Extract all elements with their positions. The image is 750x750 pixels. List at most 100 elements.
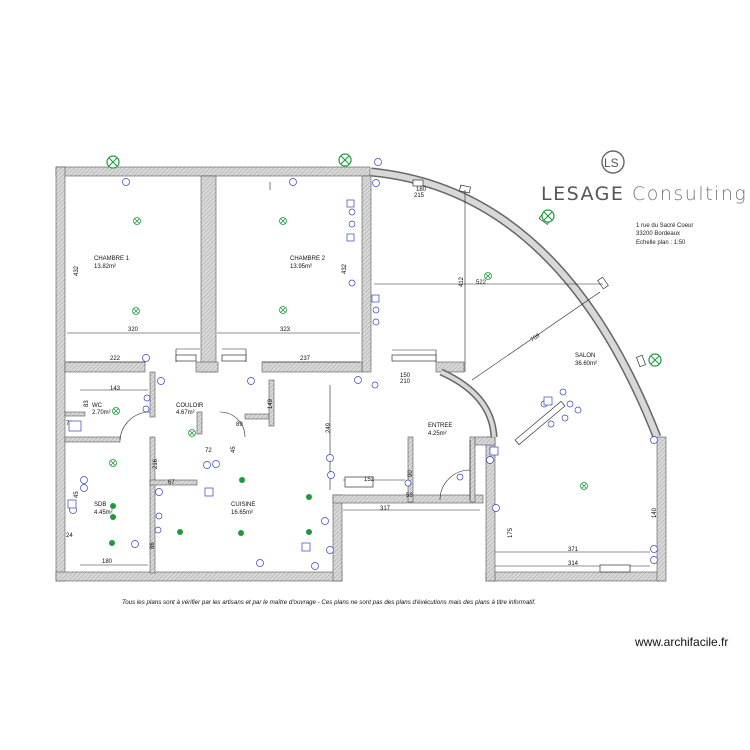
dim-label: 317	[380, 506, 391, 512]
switch-icon	[142, 354, 150, 362]
dim-label: 323	[280, 327, 291, 333]
switch-icon	[256, 559, 264, 567]
dim-label: 140	[652, 507, 658, 518]
room-labels: CHAMBRE 1 13.82m² CHAMBRE 2 13.95m² SALO…	[92, 256, 597, 516]
switch-icon	[372, 179, 380, 187]
walls	[55, 166, 667, 582]
credit-link[interactable]: www.archifacile.fr	[635, 635, 729, 649]
light-point-icon	[279, 217, 287, 225]
switch-icon	[348, 208, 356, 216]
doors	[119, 348, 471, 501]
dim-label: 320	[128, 327, 139, 333]
salon-radiator	[514, 400, 566, 446]
dim-label: 24	[66, 533, 73, 539]
switch-icon	[566, 400, 574, 408]
switch-icon	[354, 376, 362, 384]
dim-label: 45	[74, 491, 80, 498]
dim-label: 222	[110, 356, 121, 362]
dim-label: 149	[268, 398, 274, 409]
dim-label: 72	[205, 448, 212, 454]
dim-label: 175	[508, 527, 514, 538]
dim-label: 83	[84, 400, 90, 407]
brand-main: LESAGE	[541, 183, 625, 205]
switch-icon	[122, 178, 130, 186]
light-point-icon	[109, 459, 117, 467]
switch-icon	[247, 377, 255, 385]
switch-icon	[348, 220, 356, 228]
switch-icon	[574, 406, 582, 414]
switch-icon	[559, 388, 567, 396]
switch-icon	[155, 512, 163, 520]
switch-icon	[80, 484, 88, 492]
dim-label: 58	[406, 493, 413, 499]
dim-label: 152	[364, 477, 375, 483]
room-area: 2.70m²	[92, 410, 111, 416]
equipment-box	[346, 199, 355, 208]
exterior-light-icon	[648, 353, 662, 367]
switch-icon	[456, 473, 464, 481]
dim-label: 371	[568, 547, 579, 553]
room-name: ENTREE	[428, 423, 452, 429]
room-area: 4.45m²	[94, 510, 113, 516]
switch-icon	[650, 556, 658, 564]
outlet-icon	[306, 494, 312, 500]
switch-icon	[372, 318, 380, 326]
switch-icon	[203, 461, 211, 469]
switch-icon	[157, 377, 165, 385]
dim-label: 522	[476, 280, 487, 286]
switch-icon	[547, 420, 555, 428]
room-name: SALON	[575, 353, 595, 359]
curved-wall	[370, 167, 662, 439]
switch-icon	[326, 454, 334, 462]
room-name: WC	[92, 403, 103, 409]
dim-label: 86	[150, 542, 156, 549]
dim-label: 180	[102, 559, 113, 565]
switch-icon	[327, 471, 335, 479]
room-area: 16.65m²	[231, 510, 253, 516]
outlet-icon	[110, 514, 116, 520]
switch-icon	[348, 279, 356, 287]
switch-icon	[326, 546, 334, 554]
room-area: 13.82m²	[94, 264, 116, 270]
outlet-icon	[110, 503, 116, 509]
switch-icon	[142, 405, 150, 413]
room-name: COULOIR	[176, 403, 204, 409]
outlet-icon	[177, 529, 183, 535]
switch-icon	[311, 562, 319, 570]
dim-label: 216	[153, 458, 159, 469]
equipment-box	[67, 499, 77, 509]
light-point-icon	[279, 306, 287, 314]
address: 1 rue du Sacré Coeur 33200 Bordeaux	[636, 222, 693, 238]
dim-label: 150	[400, 373, 411, 379]
outlet-icon	[109, 540, 115, 546]
equipment-box	[204, 487, 214, 497]
address-line2: 33200 Bordeaux	[636, 231, 681, 237]
room-name: SDB	[94, 502, 106, 508]
outlet-icon	[239, 477, 245, 483]
switch-icon	[131, 540, 139, 548]
equipment-box	[68, 420, 82, 432]
brand-light: Consulting	[631, 183, 748, 205]
logo-mark: LS	[601, 150, 625, 174]
switch-icon	[212, 460, 220, 468]
dim-label: 180	[416, 187, 427, 193]
light-point-icon	[132, 307, 140, 315]
equipment-box	[489, 446, 499, 456]
light-point-icon	[188, 429, 196, 437]
equipment-box	[371, 294, 380, 303]
light-point-icon	[484, 272, 492, 280]
equipment-box	[301, 542, 311, 552]
switch-icon	[289, 178, 297, 186]
address-line1: 1 rue du Sacré Coeur	[636, 223, 694, 229]
room-area: 36.60m²	[575, 361, 597, 367]
brand-name: LESAGE Consulting	[541, 183, 747, 205]
dimension-labels: 432 320 222 323 237 432 180 215 412 522 …	[66, 187, 658, 567]
dim-label: 314	[568, 561, 579, 567]
dim-label: 237	[300, 356, 311, 362]
switch-icon	[372, 306, 380, 314]
dim-label: 215	[414, 193, 425, 199]
switch-icon	[155, 488, 163, 496]
switch-icon	[80, 476, 88, 484]
scale-label: Echelle plan : 1:50	[636, 240, 686, 246]
